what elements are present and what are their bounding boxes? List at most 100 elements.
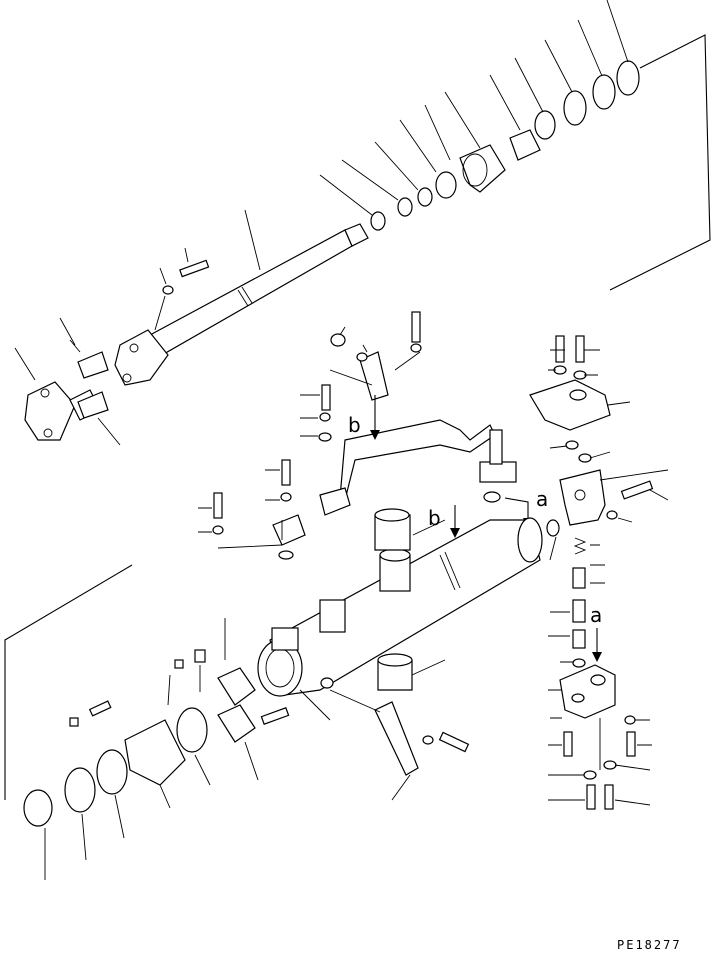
mount-washer [278, 550, 294, 560]
housing-end-right [517, 517, 543, 563]
ref-label-a-right: a [590, 603, 602, 627]
retainer-bolt [260, 707, 290, 725]
valve-bolt-5 [586, 784, 596, 810]
shaft-yoke [114, 329, 169, 386]
yoke-hole-2 [122, 373, 132, 383]
lock-strap-lower [77, 391, 109, 419]
valve-body-upper [529, 379, 611, 431]
leader-lines-arm [329, 689, 411, 801]
leader-lines-pins [548, 544, 605, 663]
leader-lines-bolt [154, 209, 261, 331]
lock-strap-upper [77, 351, 109, 379]
cap-a [174, 659, 184, 669]
valve-seal-1 [565, 440, 579, 450]
housing-bracket [319, 599, 346, 633]
leader-lines-bracket [329, 326, 421, 386]
valve-lower-port-2 [571, 693, 585, 703]
nut-top [330, 333, 346, 347]
valve-body-lower [559, 664, 616, 719]
pipe-clamp [319, 487, 351, 516]
bolt-top [411, 311, 421, 343]
valve-bolt-2 [575, 335, 585, 363]
grease-fitting [88, 700, 112, 717]
sensor-gasket [483, 491, 501, 503]
seal-ring-b [96, 749, 128, 795]
valve-bolt-6 [604, 784, 614, 810]
washer-l2 [318, 432, 332, 442]
end-o-ring [546, 519, 560, 537]
frame-line-lower [4, 564, 133, 800]
shaft-break-2 [241, 286, 253, 304]
snap-ring-2 [397, 197, 413, 217]
ref-label-b-mid: b [428, 506, 441, 530]
bellows-lower [124, 719, 186, 786]
left-bolt-cluster [198, 384, 332, 560]
arm-bolt [438, 731, 470, 753]
washer-top [356, 352, 368, 362]
link-arm [374, 701, 419, 776]
bearing-cap-left [24, 381, 76, 441]
boot-bellows [459, 144, 506, 193]
seal-ring-a [64, 767, 96, 813]
leader-end-o-ring [549, 536, 557, 561]
arrow-b-mid-head [450, 528, 460, 538]
valve-pin-2 [572, 599, 586, 623]
lower-left-seals [4, 564, 290, 880]
valve-side-bolt [620, 480, 654, 500]
valve-block [559, 469, 606, 526]
cap-b [194, 649, 206, 663]
valve-washer-4 [603, 760, 617, 770]
arrow-a-left-shaft [504, 497, 529, 525]
valve-washer-5 [624, 715, 636, 725]
housing-break [439, 551, 461, 591]
seal-ring [435, 171, 457, 199]
shaft-break-1 [237, 289, 249, 307]
washer-l3 [280, 492, 292, 502]
snap-ring-3 [417, 187, 433, 207]
plug [69, 717, 79, 727]
right-valve-assembly: a [529, 335, 669, 810]
leader-lines-caps [14, 317, 121, 446]
leader-lines-left-bolts [198, 394, 320, 549]
o-ring-2 [592, 74, 616, 110]
retainer-lower [217, 704, 256, 743]
arrow-a-right-head [592, 652, 602, 662]
valve-pin-1 [572, 567, 586, 589]
shaft-washer [162, 285, 174, 295]
bolt-l2 [281, 459, 291, 486]
axle-housing: b [257, 505, 560, 721]
washer-l4 [212, 525, 224, 535]
o-ring-3 [616, 60, 640, 96]
valve-washer-3 [583, 770, 597, 780]
valve-port [569, 389, 587, 401]
bushing-lower-top [377, 653, 413, 667]
pipe-bracket [359, 351, 389, 401]
bushing-upper [509, 129, 541, 161]
leader-lines-rings [319, 0, 629, 216]
leader-lines-lower-valve [548, 689, 652, 806]
cap-hole-1 [40, 388, 50, 398]
arm-washer [422, 735, 434, 745]
dust-seal [23, 789, 53, 827]
retainer-upper [217, 667, 256, 706]
bearing-ring [534, 110, 556, 140]
valve-side-washer [606, 510, 618, 520]
pipe-line [339, 419, 496, 501]
bolt-l1 [321, 384, 331, 411]
ref-label-a-left: a [536, 487, 548, 511]
washer-l1 [319, 412, 331, 422]
cap-hole-2 [43, 428, 53, 438]
frame-line-upper [609, 34, 711, 291]
valve-seal-2 [578, 453, 592, 463]
mount-block [272, 514, 306, 546]
snap-ring-1 [370, 211, 386, 231]
drawing-code: PE18277 [617, 938, 682, 952]
shaft-spline [344, 223, 369, 247]
valve-bolt-3 [563, 731, 573, 757]
lower-arm [329, 689, 470, 801]
valve-pin-3 [572, 629, 586, 649]
bellows-rib [462, 153, 488, 187]
valve-block-hole [574, 489, 586, 501]
